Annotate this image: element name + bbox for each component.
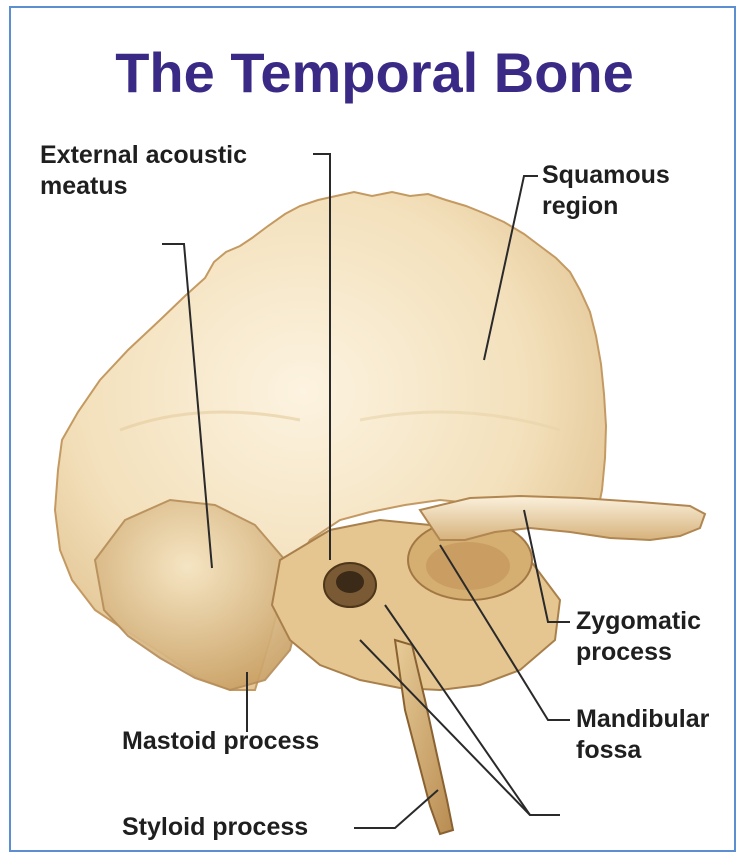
label-squamous-region: Squamous region	[542, 160, 670, 222]
label-line-1: Mandibular	[576, 704, 709, 735]
page-title: The Temporal Bone	[0, 38, 749, 108]
label-line-1: Squamous	[542, 160, 670, 191]
label-line-2: process	[576, 637, 701, 668]
label-mandibular-fossa: Mandibular fossa	[576, 704, 709, 766]
label-styloid-process: Styloid process	[122, 812, 308, 843]
label-line-1: Zygomatic	[576, 606, 701, 637]
label-line-2: fossa	[576, 735, 709, 766]
label-zygomatic-process: Zygomatic process	[576, 606, 701, 668]
label-line-1: External acoustic	[40, 140, 247, 171]
label-mastoid-process: Mastoid process	[122, 726, 319, 757]
label-line-2: meatus	[40, 171, 247, 202]
leader-styloid-process	[354, 790, 438, 828]
label-external-acoustic-meatus: External acoustic meatus	[40, 140, 247, 202]
zygomatic-shape	[420, 496, 705, 540]
label-line-2: region	[542, 191, 670, 222]
